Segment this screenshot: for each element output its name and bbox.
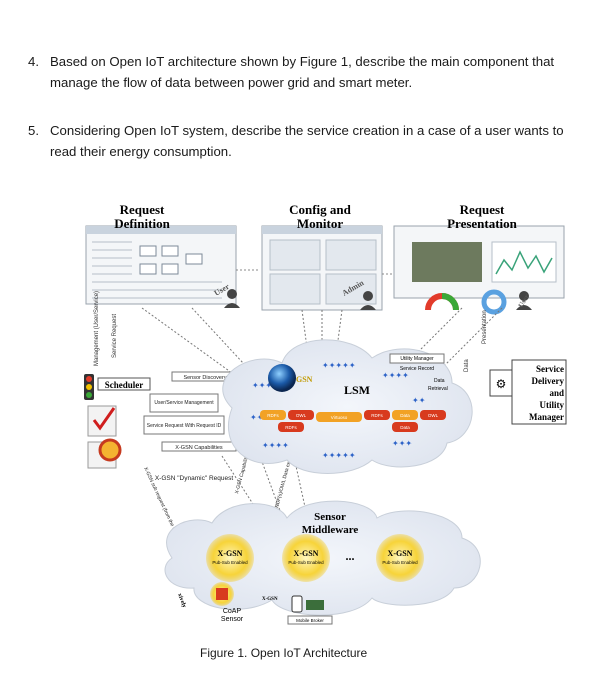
svg-text:✦✦✦: ✦✦✦ xyxy=(392,439,412,448)
scheduler-label: Scheduler xyxy=(105,380,144,390)
middleware-title-2: Middleware xyxy=(302,524,359,536)
figure-caption: Figure 1. Open IoT Architecture xyxy=(200,646,368,660)
gsn-label: GSN xyxy=(296,375,313,384)
scheduler: Scheduler xyxy=(84,374,151,469)
disk-label: Data xyxy=(400,413,410,418)
coap-label: CoAP xyxy=(223,608,242,615)
user-service-mgmt-label: User/Service Management xyxy=(154,400,214,406)
service-delivery-line: Service xyxy=(536,364,564,374)
xgsn-small-label: X-GSN xyxy=(262,597,278,602)
svg-text:✦✦✦✦: ✦✦✦✦ xyxy=(382,371,409,380)
request-presentation-panel: Request Presentation xyxy=(393,202,565,315)
disk-label: Virtuoso xyxy=(331,415,348,420)
disk-label: RDFs xyxy=(371,413,383,418)
mobile-broker: Mobile Broker xyxy=(287,595,333,625)
mobile-broker-label: Mobile Broker xyxy=(296,618,324,623)
xgsn-sub: Pub-Sub Enabled xyxy=(382,560,418,565)
service-delivery-icon: ⚙ xyxy=(496,377,507,391)
sensor-label: Sensor xyxy=(221,616,244,623)
sensor-discovery-label: Sensor Discovery xyxy=(183,375,226,381)
question-4: 4. Based on Open IoT architecture shown … xyxy=(28,52,588,93)
disk-label: RDFs xyxy=(285,425,297,430)
svg-text:✦✦✦✦✦: ✦✦✦✦✦ xyxy=(322,451,356,460)
xgsn-sub: Pub-Sub Enabled xyxy=(212,560,248,565)
request-presentation-title-2: Presentation xyxy=(447,216,518,231)
utility-manager-label: Utility Manager xyxy=(400,356,434,362)
question-number: 4. xyxy=(28,54,39,69)
disk-label: RDFs xyxy=(267,413,279,418)
middleware-title-1: Sensor xyxy=(314,511,346,523)
request-definition-panel: Request Definition xyxy=(85,202,237,305)
disk-label: Data xyxy=(400,425,410,430)
globe-icon xyxy=(268,364,296,392)
xgsn-name: X-GSN xyxy=(388,549,413,558)
vertical-management-label: Management (User/Service) xyxy=(94,291,100,366)
svg-text:✦✦✦✦: ✦✦✦✦ xyxy=(262,441,289,450)
retrieval-label: Retrieval xyxy=(428,386,448,392)
xgsn-node: X-GSN Pub-Sub Enabled xyxy=(206,534,254,582)
svg-text:✦✦: ✦✦ xyxy=(250,413,264,422)
service-delivery-line: Utility xyxy=(540,400,565,410)
question-5: 5. Considering Open IoT system, describe… xyxy=(28,121,588,162)
xively-label: xively xyxy=(176,593,187,609)
request-definition-title-1: Request xyxy=(120,202,165,217)
disk-label: OWL xyxy=(296,413,307,418)
xgsn-node: X-GSN Pub-Sub Enabled xyxy=(376,534,424,582)
vertical-service-request-label: Service Request xyxy=(112,314,118,358)
data-label: Data xyxy=(434,378,445,384)
question-text: Based on Open IoT architecture shown by … xyxy=(50,54,555,90)
question-number: 5. xyxy=(28,123,39,138)
xgsn-name: X-GSN xyxy=(294,549,319,558)
open-iot-architecture-figure: Request Definition Config and Monitor Re… xyxy=(84,202,567,625)
xgsn-node: X-GSN Pub-Sub Enabled xyxy=(282,534,330,582)
request-definition-title-2: Definition xyxy=(114,216,170,231)
config-monitor-title-2: Monitor xyxy=(297,216,343,231)
svg-text:✦✦: ✦✦ xyxy=(412,396,426,405)
service-record-label: Service Record xyxy=(400,366,434,372)
request-presentation-title-1: Request xyxy=(460,202,505,217)
sensor-middleware-cloud: Sensor Middleware X-GSN Pub-Sub Enabled … xyxy=(164,500,481,625)
xgsn-dynamic-request-label: X-GSN "Dynamic" Request xyxy=(155,475,233,482)
service-request-label: Service Request With Request ID xyxy=(147,423,222,429)
xgsn-sub: Pub-Sub Enabled xyxy=(288,560,324,565)
question-text: Considering Open IoT system, describe th… xyxy=(50,123,564,159)
config-monitor-title-1: Config and xyxy=(289,202,352,217)
xgsn-capabilities-label: X-GSN Capabilities xyxy=(175,445,223,451)
service-delivery-line: Manager xyxy=(529,412,564,422)
lsm-cloud: ✦✦✦✦✦✦✦✦✦✦✦✦✦ ✦✦✦✦✦✦✦✦✦✦✦✦ ✦✦✦✦ GSN LSM … xyxy=(222,339,473,474)
service-delivery-line: Delivery xyxy=(532,376,565,386)
vertical-presentation-label: Presentation xyxy=(482,310,488,344)
xgsn-name: X-GSN xyxy=(218,549,243,558)
lsm-title: LSM xyxy=(344,383,370,397)
service-delivery: Data Presentation ⚙ Service Delivery and… xyxy=(464,310,567,425)
service-delivery-line: and xyxy=(549,388,564,398)
coap-sensor: CoAP Sensor X-GSN xyxy=(210,582,278,623)
vertical-data-label: Data xyxy=(464,359,470,372)
more-nodes-dots: ... xyxy=(346,549,355,563)
svg-text:✦✦✦✦✦: ✦✦✦✦✦ xyxy=(322,361,356,370)
disk-label: OWL xyxy=(428,413,439,418)
svg-text:✦✦✦✦: ✦✦✦✦ xyxy=(252,381,279,390)
storage-disks: RDFs OWL Virtuoso RDFs Data OWL RDFs Dat… xyxy=(260,410,446,432)
